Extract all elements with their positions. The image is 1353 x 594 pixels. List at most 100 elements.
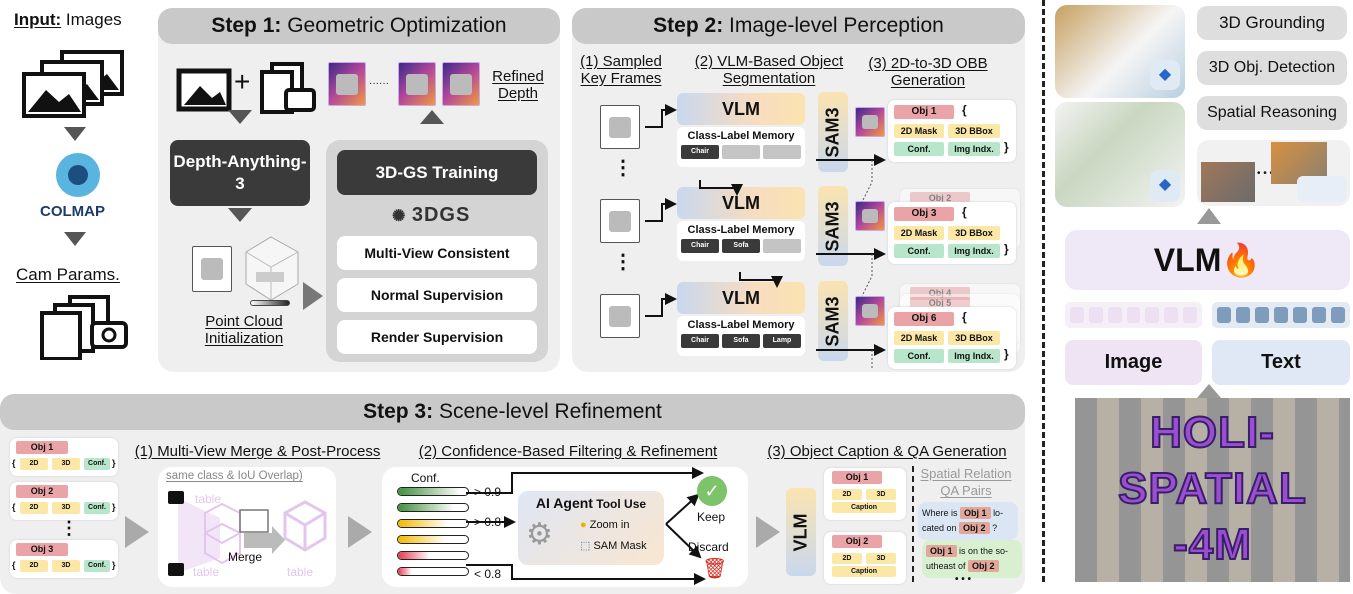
refined-depth-map-3 [442,62,480,106]
refined-depth-map-2 [398,62,436,106]
ellipsis: • • • [1257,168,1274,179]
reasoning-icon [1297,176,1347,202]
depth-anything-3-box: Depth-Anything-3 [170,140,310,206]
dataset-mosaic-background [1075,398,1350,582]
check-icon: ✓ [697,476,727,506]
down-arrow-icon [228,110,252,124]
image-tokens [1065,302,1202,328]
field-img-index: Img Indx. [948,142,1000,156]
cam-params-label: Cam Params. [16,265,120,284]
memory-slot: Sofa [722,239,760,253]
object-id: Obj 1 [16,441,68,454]
sampled-key-frames-label: (1) Sampled Key Frames [580,53,662,87]
table-label: table [195,492,222,506]
memory-slot: Lamp [763,334,801,348]
input-title: Input: Images [14,10,122,29]
caption-object-card: Obj 1 2D 3D Caption [824,468,906,520]
refined-depth-map-1 [328,62,366,106]
frame-doc-icon [192,246,232,292]
camera-docs-icon [40,295,128,360]
object-id: Obj 1 [894,105,954,119]
field-3d-bbox: 3D BBox [948,226,1000,240]
sam3-box: SAM3 [818,186,848,266]
agent-head-gear-icon: ⚙ [526,518,553,551]
confidence-bar [397,503,469,512]
field-img-index: Img Indx. [948,244,1000,258]
filter-connectors [466,467,706,585]
multi-view-consistent-box: Multi-View Consistent [337,236,537,270]
ellipsis: ······ [369,78,389,89]
render-supervision-box: Render Supervision [337,320,537,354]
vertical-ellipsis: ⋮ [613,157,633,179]
memory-slot [722,145,760,159]
object-id: Obj 3 [894,207,954,221]
scene-object-card: Obj 1 { 2D 3D Conf. } [10,438,118,476]
confidence-bar [397,567,469,576]
mask-image-icon [855,201,885,231]
key-frame-icon [600,105,640,149]
scene-object-card: Obj 3 { 2D 3D Conf. } [10,540,118,578]
right-arrow-icon [348,516,372,548]
object-id: Obj 1 [832,471,882,484]
up-arrow-icon [420,110,444,124]
memory-slot: Sofa [722,334,760,348]
magnifier-icon: ● [580,519,587,531]
mask-select-icon: ⬚ [580,540,591,552]
point-cloud-label: Point Cloud Initialization [204,313,284,347]
caption-section-title: (3) Object Caption & QA Generation [767,443,1007,460]
step3-header: Step 3: Scene-level Refinement [0,394,1025,430]
vertical-ellipsis: ⋮ [60,518,78,538]
field-conf: Conf. [894,349,944,363]
plus-sign: + [234,66,251,97]
memory-slot: Chair [681,145,719,159]
zoom-in-tool: ● Zoom in [580,519,630,531]
object-id: Obj 2 [16,485,68,498]
merge-illustration [168,491,327,576]
colmap-logo: COLMAP [40,203,105,220]
filter-section-title: (2) Confidence-Based Filtering & Refinem… [418,443,718,460]
right-arrow-icon [756,516,780,548]
sam-mask-tool: ⬚ SAM Mask [580,540,647,552]
question-bubble: Where is Obj 1 lo-cated on Obj 2 ? [918,502,1018,540]
object-id: Obj 6 [894,312,954,326]
object-card: Obj 3 { 2D Mask 3D BBox Conf. Img Indx. … [888,202,1016,264]
point-cloud-illustration [245,236,299,301]
field-conf: Conf. [894,244,944,258]
step3-vlm-box: VLM [786,488,816,576]
up-arrow-icon [1197,208,1221,224]
image-input-box: Image [1065,340,1202,385]
normal-supervision-box: Normal Supervision [337,278,537,312]
field-3d-bbox: 3D BBox [948,331,1000,345]
caption-object-card: Obj 2 2D 3D Caption [824,532,906,584]
memory-slot [763,239,801,253]
depth-colorbar [250,300,290,306]
step2-connectors [645,104,886,370]
down-arrow-icon [64,127,86,141]
camera-icon [168,491,184,504]
camera-icon [168,563,184,576]
images-icon [22,50,124,118]
image-icon [176,68,232,112]
sam3-box: SAM3 [818,92,848,172]
text-input-box: Text [1212,340,1350,385]
key-frame-icon [600,294,640,338]
confidence-bar [397,535,469,544]
field-conf: Conf. [894,142,944,156]
answer-bubble: Obj 1 is on the so-utheast of Obj 2 [922,540,1022,578]
colmap-aperture-icon [56,153,100,197]
object-card: Obj 1 { 2D Mask 3D BBox Conf. Img Indx. … [888,100,1016,162]
merged-table-label: table [287,565,314,579]
task-spatial-reasoning: Spatial Reasoning [1197,96,1347,130]
object-id: Obj 2 [832,535,882,548]
confidence-bar [397,551,469,560]
ellipsis: • • • [955,574,972,585]
table-label: table [193,565,220,579]
field-2d-mask: 2D Mask [894,226,944,240]
mask-image-icon [855,296,885,326]
mask-image-icon [855,107,885,137]
section-divider [1042,0,1045,582]
scene-object-card: Obj 2 { 2D 3D Conf. } [10,482,118,520]
holi-spatial-4m-logo: HOLI-SPATIAL-4M [1117,407,1307,570]
merge-criteria-label: same class & IoU Overlap) [166,470,303,482]
